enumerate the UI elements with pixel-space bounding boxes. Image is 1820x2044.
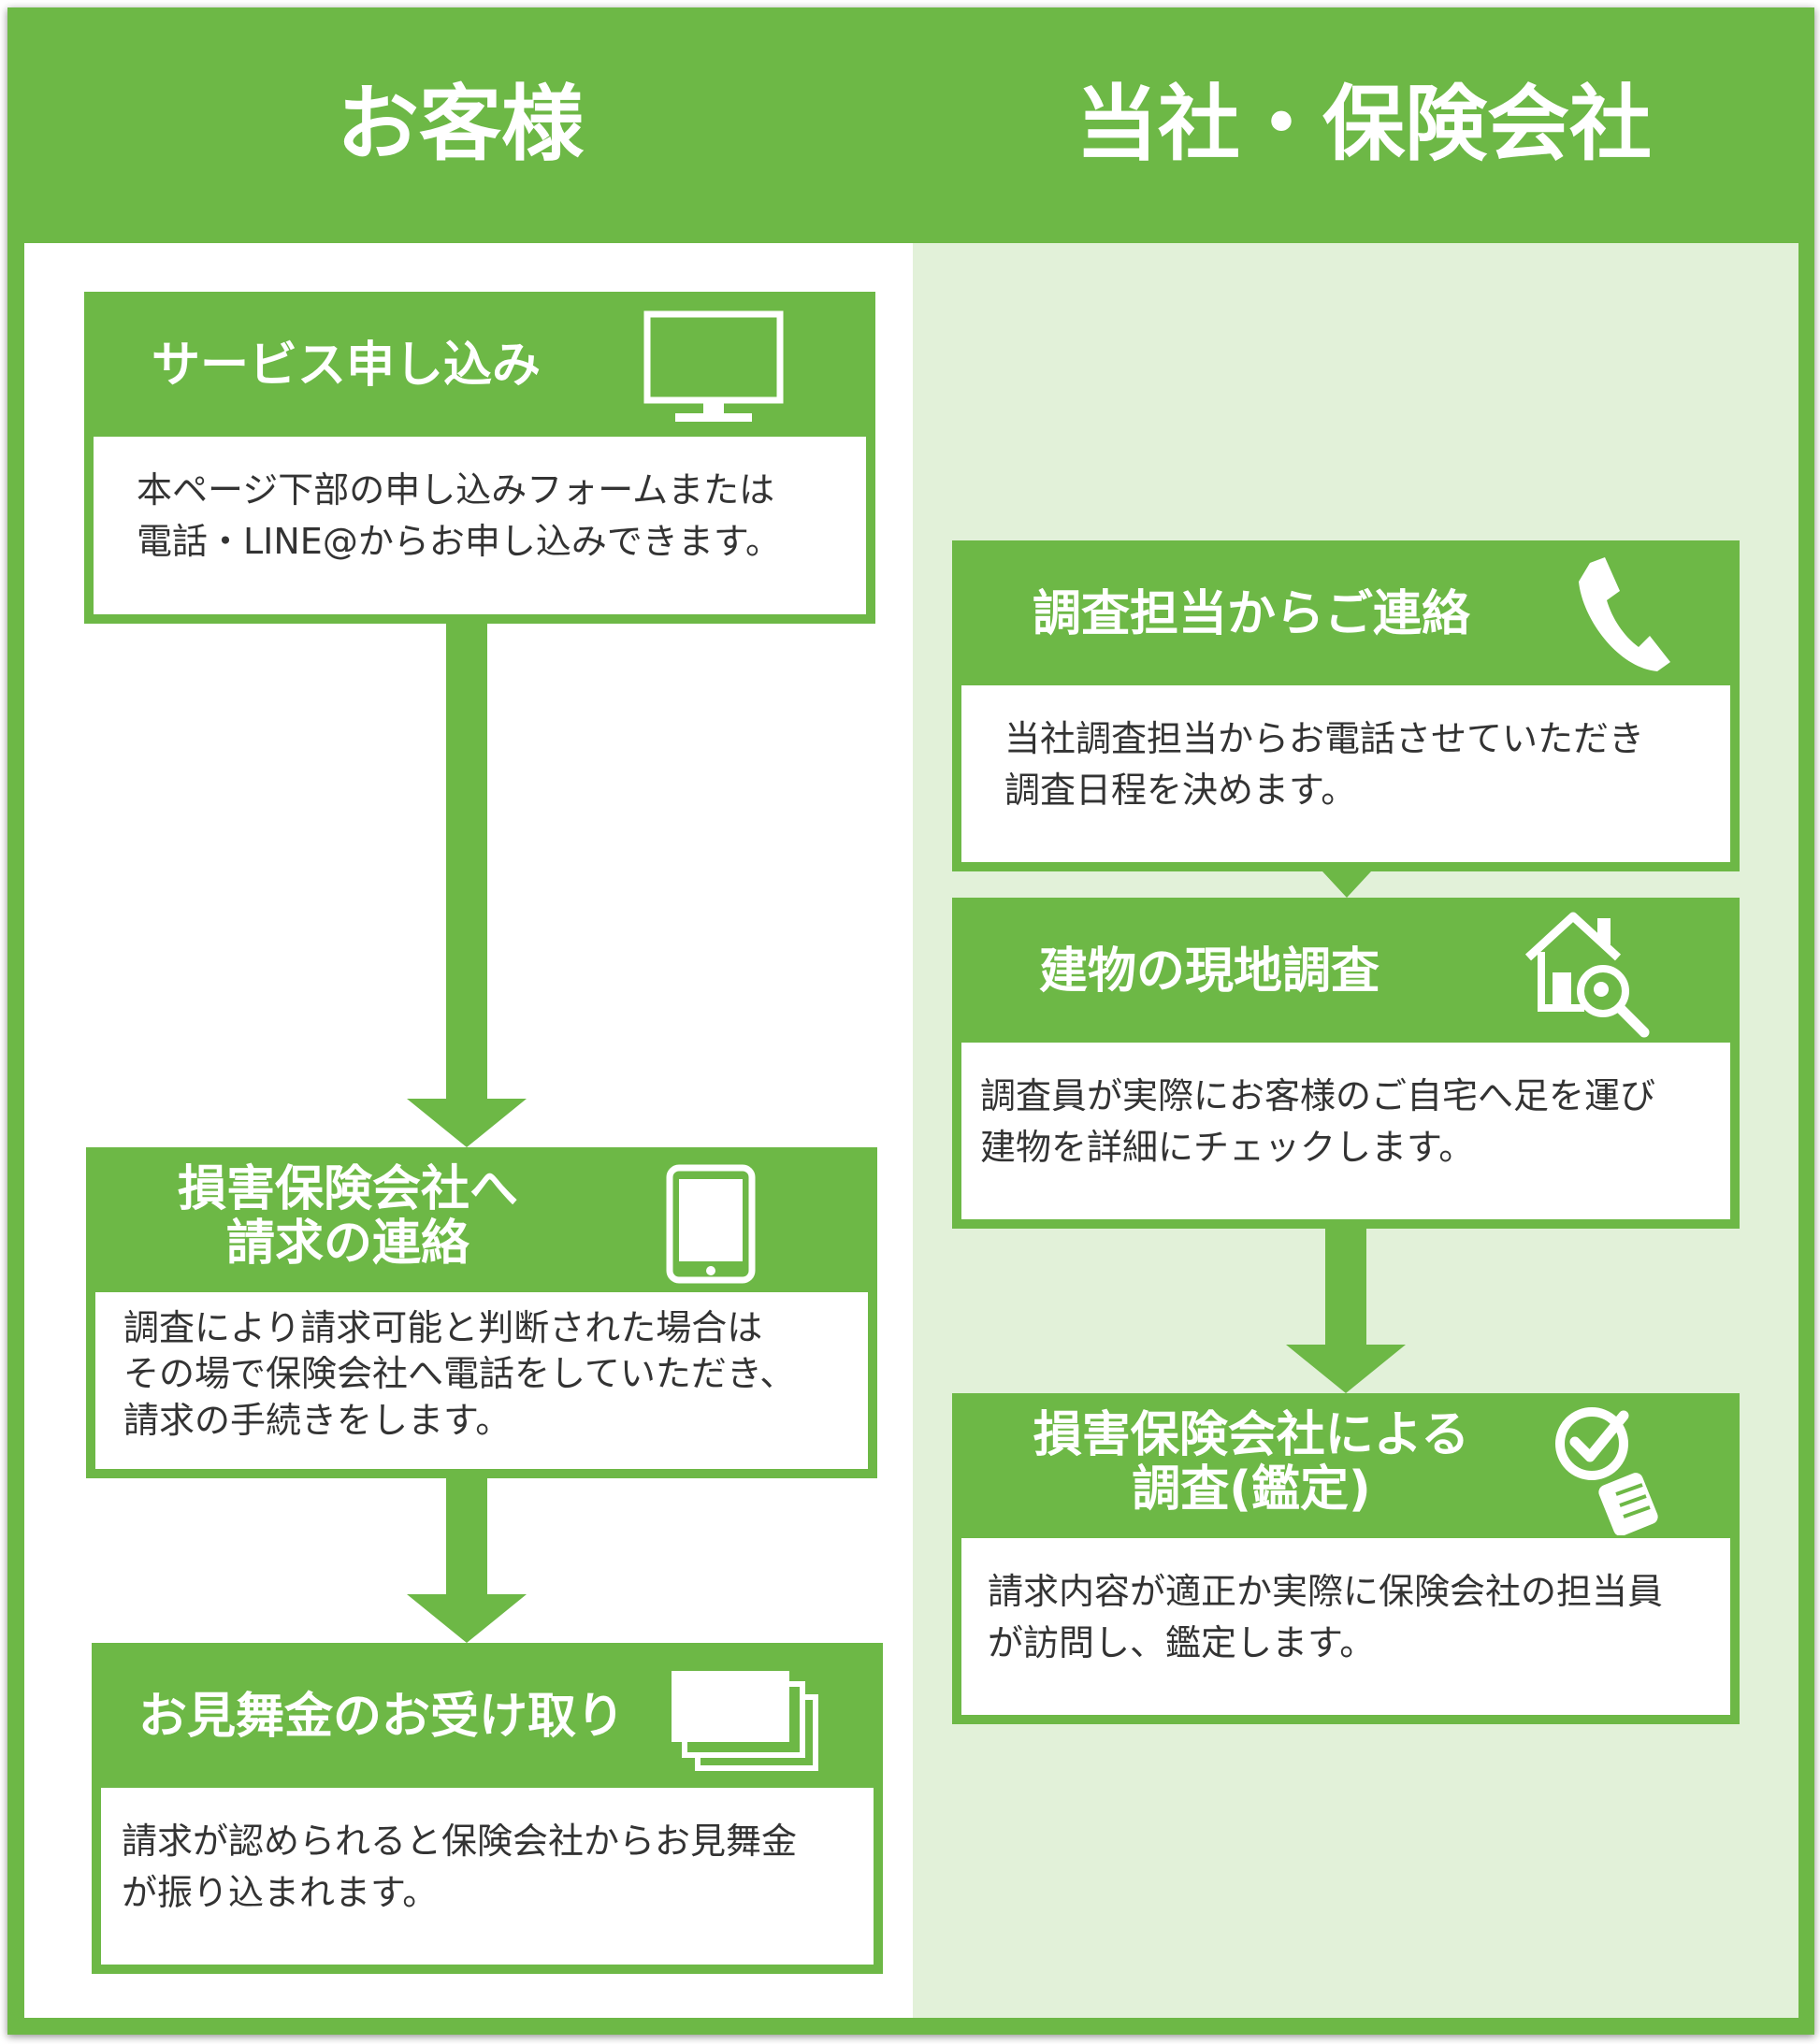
monitor-icon (643, 310, 784, 422)
body-line: 調査日程を決めます。 (1004, 770, 1357, 812)
customer-column: サービス申し込み 本ページ下部の申し込みフォームまたは 電話・LINE@からお申… (24, 243, 913, 2018)
header-customer: お客様 (336, 76, 584, 172)
header-company: 当社・保険会社 (1075, 76, 1652, 172)
house-search-icon (1524, 912, 1650, 1038)
title-line: 請求の連絡 (225, 1216, 469, 1273)
company-column: 調査担当からご連絡 当社調査担当からお電話させていただき 調査日程を決めます。 … (913, 243, 1798, 2018)
flow-arrow-head (1322, 871, 1371, 898)
step-service-apply: サービス申し込み 本ページ下部の申し込みフォームまたは 電話・LINE@からお申… (84, 292, 875, 624)
step-appraisal: 損害保険会社による 調査(鑑定) 請求内容が適正か実際に保険会社の担当員 が訪問… (952, 1393, 1740, 1724)
body-line: 請求内容が適正か実際に保険会社の担当員 (988, 1571, 1664, 1612)
body-line: 請求の手続きをします。 (123, 1399, 512, 1441)
check-clipboard-icon (1555, 1407, 1658, 1535)
flow-arrow-head (407, 1594, 527, 1643)
tablet-icon (666, 1164, 756, 1284)
body-line: 建物を詳細にチェックします。 (980, 1127, 1475, 1169)
step-body: 請求内容が適正か実際に保険会社の担当員 が訪問し、鑑定します。 (961, 1538, 1730, 1715)
step-title: お見舞金のお受け取り (137, 1689, 625, 1745)
body-line: が振り込まれます。 (122, 1872, 439, 1914)
flow-arrow-shaft (446, 1478, 487, 1594)
step-insurance-contact: 損害保険会社へ 請求の連絡 調査により請求可能と判断された場合は その場で保険会… (86, 1147, 877, 1478)
body-line: 当社調査担当からお電話させていただき (1004, 718, 1645, 759)
step-body: 当社調査担当からお電話させていただき 調査日程を決めます。 (961, 685, 1730, 862)
step-title: サービス申し込み (151, 338, 541, 394)
step-title: 損害保険会社による 調査(鑑定) (952, 1407, 1551, 1519)
step-body: 本ページ下部の申し込みフォームまたは 電話・LINE@からお申し込みできます。 (94, 437, 866, 614)
body-line: 請求が認められると保険会社からお見舞金 (122, 1821, 798, 1862)
step-body: 請求が認められると保険会社からお見舞金 が振り込まれます。 (101, 1788, 874, 1965)
body-line: その場で保険会社へ電話をしていただき、 (123, 1353, 796, 1395)
flow-arrow-shaft (1325, 1229, 1366, 1345)
step-survey-contact: 調査担当からご連絡 当社調査担当からお電話させていただき 調査日程を決めます。 (952, 540, 1740, 871)
flow-arrow-shaft (446, 624, 487, 1099)
body-line: 本ページ下部の申し込みフォームまたは (137, 469, 775, 511)
title-line: 調査(鑑定) (1132, 1461, 1371, 1519)
body-line: が訪問し、鑑定します。 (988, 1622, 1376, 1664)
title-line: 損害保険会社へ (177, 1161, 518, 1217)
step-title: 建物の現地調査 (1038, 943, 1379, 1000)
body-line: 調査により請求可能と判断された場合は (123, 1307, 763, 1348)
step-title: 損害保険会社へ 請求の連絡 (86, 1161, 610, 1273)
flow-arrow-head (407, 1099, 527, 1147)
step-payment-receipt: お見舞金のお受け取り 請求が認められると保険会社からお見舞金 が振り込まれます。 (92, 1643, 883, 1974)
step-title: 調査担当からご連絡 (1032, 586, 1470, 642)
step-site-survey: 建物の現地調査 調査員が実際にお客様のご自宅へ足を運び 建物を詳細にチェックしま… (952, 898, 1740, 1229)
flow-frame: お客様 当社・保険会社 サービス申し込み 本ページ下部の申し込みフォームまたは … (7, 7, 1814, 2035)
title-line: 損害保険会社による (1033, 1407, 1470, 1463)
body-line: 調査員が実際にお客様のご自宅へ足を運び (980, 1075, 1656, 1116)
body-line: 電話・LINE@からお申し込みできます。 (137, 521, 782, 563)
step-body: 調査員が実際にお客様のご自宅へ足を運び 建物を詳細にチェックします。 (961, 1043, 1730, 1219)
phone-icon (1579, 557, 1670, 671)
money-icon (672, 1671, 818, 1771)
flow-arrow-head (1286, 1345, 1406, 1393)
step-body: 調査により請求可能と判断された場合は その場で保険会社へ電話をしていただき、 請… (95, 1292, 868, 1469)
